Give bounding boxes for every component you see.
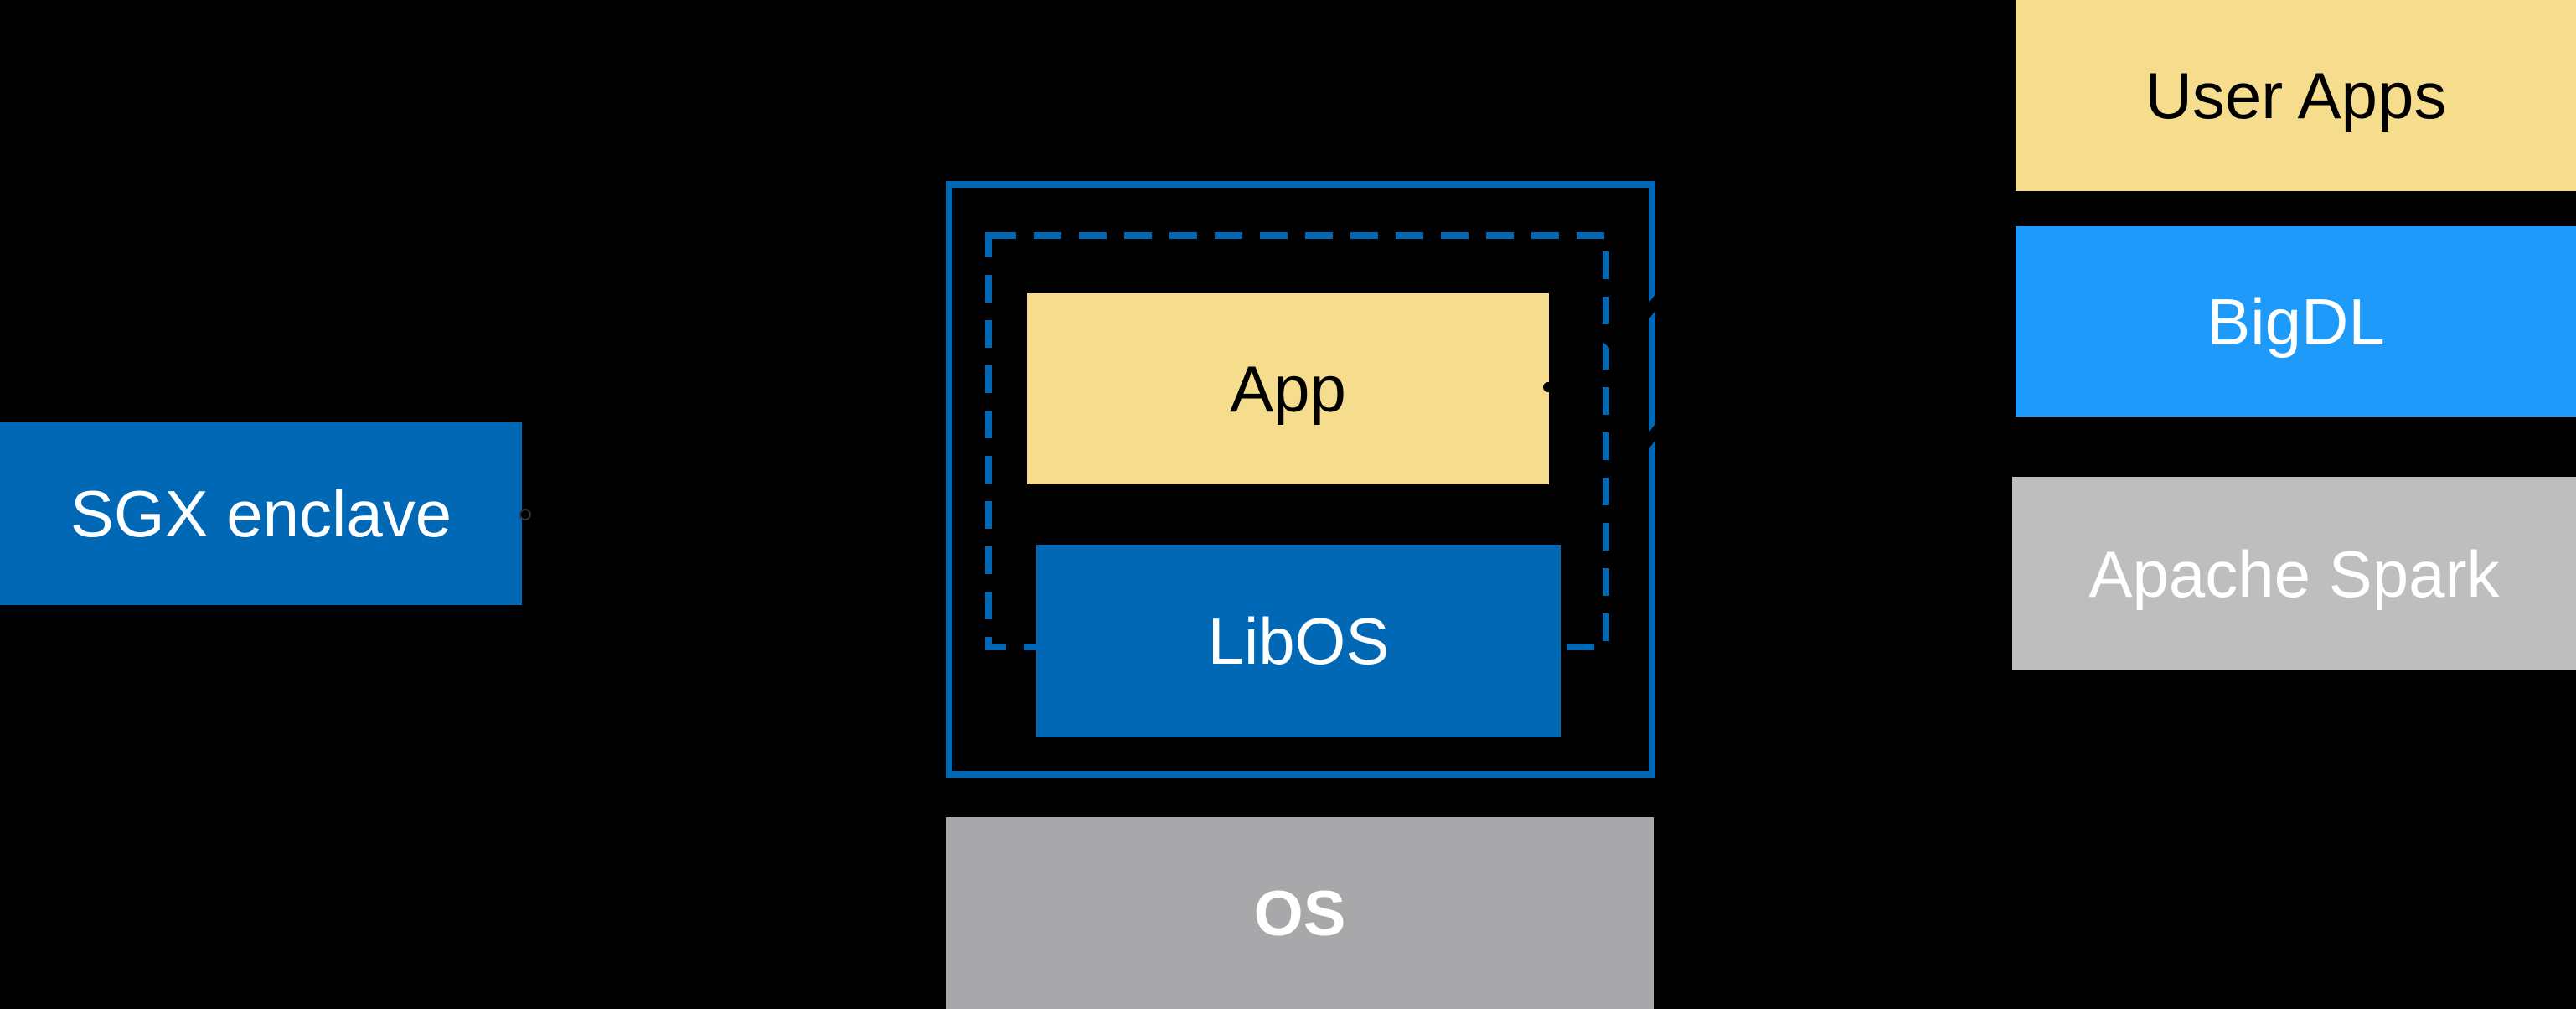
sgx-enclave-label: SGX enclave — [70, 477, 452, 551]
app-box: App — [1027, 293, 1549, 484]
app-label: App — [1230, 352, 1346, 426]
os-label: OS — [1253, 878, 1346, 949]
libos-box: LibOS — [1036, 545, 1561, 737]
apache-spark-box: Apache Spark — [2012, 477, 2576, 670]
os-box: OS — [946, 817, 1654, 1009]
bigdl-box: BigDL — [2016, 226, 2576, 417]
user-apps-box: User Apps — [2016, 0, 2576, 191]
libos-label: LibOS — [1207, 604, 1390, 678]
bigdl-label: BigDL — [2207, 284, 2385, 359]
sgx-enclave-box: SGX enclave — [0, 422, 522, 605]
apache-spark-label: Apache Spark — [2088, 536, 2500, 611]
user-apps-label: User Apps — [2145, 59, 2447, 132]
enclave-outline-box — [946, 181, 1655, 778]
